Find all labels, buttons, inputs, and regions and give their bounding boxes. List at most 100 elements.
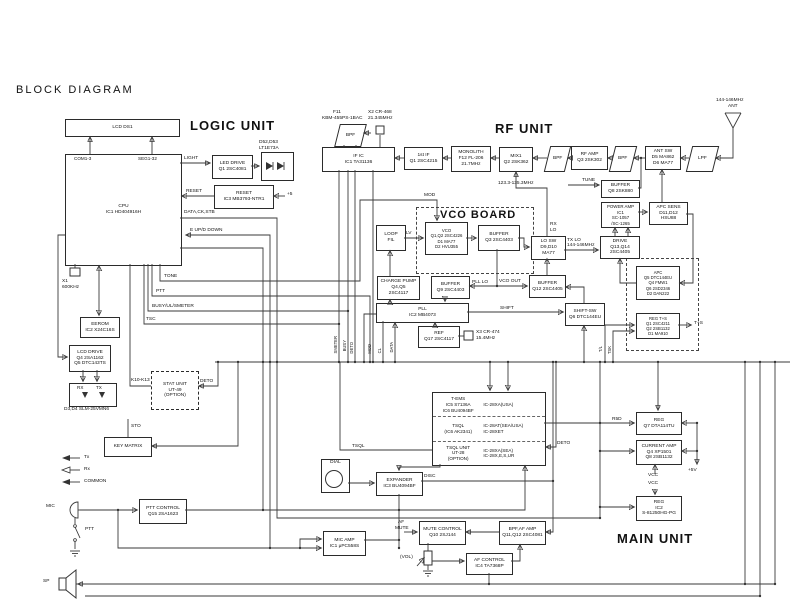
signal-vcc-2: VCC (648, 481, 659, 486)
block-ptt-control: PTT CONTROL Q15 2SA1623 (139, 499, 187, 524)
block-sub: Q1 2SC4215 (409, 158, 438, 164)
block-title: LCD DRIVE (77, 349, 103, 355)
block-sub: IC1 HD404916H (105, 210, 142, 215)
block-current-amp: CURRENT AMP Q4 XP1501 Q8 2SB1132 (636, 440, 682, 465)
block-key-matrix: KEY MATRIX (104, 437, 152, 457)
block-sub: D2 DAN222 (646, 290, 670, 296)
apc-region-outline (626, 258, 699, 351)
block-sub: Q13,Q14 (610, 244, 630, 250)
block-reg-ts: REG T+S Q1 2SC4211 Q2 2SB1132 D1 MA910 (636, 313, 680, 339)
block-if-ic: IF IC IC1 TA31136 (322, 147, 395, 172)
speaker-icon (58, 568, 77, 600)
block-sub: Q2 2SK362 (503, 159, 529, 165)
block-af-control: AF CONTROL IC4 TA7368P (466, 553, 513, 575)
signal-tx-lo-freq: 144-146MHz (567, 243, 595, 248)
block-sub: Q4 XP1501 (646, 449, 672, 455)
block-sub: IC2 X24C16S (85, 327, 115, 333)
block-sub: IC2 (655, 505, 663, 511)
signal-rx-lo-2: LO (550, 228, 557, 233)
block-title: DRIVE (612, 238, 628, 244)
block-sub: IC6 BU4094BF (442, 407, 474, 413)
signal-disc: DISC (424, 474, 436, 479)
section-vco-board: VCO BOARD (440, 209, 517, 221)
led-diodes-part: LT1E73A (259, 146, 279, 151)
block-ant-sw: ANT SW D5 MA862 D6 MA77 (645, 146, 681, 170)
signal-tsc: TSC (146, 317, 156, 322)
block-sub: (OPTION) (447, 456, 469, 462)
model-note: IC-28XA(SEA) (483, 447, 514, 453)
legend-rx-label: Rx (84, 467, 90, 472)
block-title: CPU (118, 204, 129, 210)
block-title: MIX1 (510, 153, 522, 159)
block-sub: (IC6 AK2341) (444, 428, 472, 434)
block-title: EEROM (91, 321, 109, 327)
block-title: KEY MATRIX (113, 444, 143, 449)
block-sub: Q2 2SB1132 (646, 326, 670, 331)
antenna-freq: 144-146MHz (716, 98, 744, 103)
block-title: CURRENT AMP (641, 443, 677, 449)
potentiometer-icon (416, 550, 433, 567)
block-sub: Q3 2SC4403 (485, 238, 513, 243)
antenna-label: ANT (728, 104, 738, 109)
block-title: LPF (698, 156, 707, 161)
block-mix1: MIX1 Q2 2SK362 (499, 147, 533, 172)
block-sub: Q17 2SC4117 (423, 337, 455, 342)
signal-tune: TUNE (582, 178, 596, 183)
block-sub: D6 MA77 (653, 160, 673, 166)
signal-sto: STO (131, 424, 141, 429)
block-lcd: LCD DS1 (65, 119, 180, 137)
block-sub: S-81250HG-PG (642, 511, 676, 517)
block-drive: DRIVE Q13,Q14 2SC4405 (600, 236, 640, 259)
block-sub: FIL (387, 238, 395, 243)
block-sub: Q4 2SA1162 (76, 355, 104, 361)
signal-vcc-1: VCC (648, 473, 659, 478)
block-title: RESET (236, 191, 252, 197)
signal-deto-2: DETO (557, 441, 571, 446)
block-rxtx-indicators (69, 383, 117, 407)
block-apc-sens: APC SENS D11,D12 HSU88 (649, 202, 688, 225)
x1-ref: X1 (62, 279, 68, 284)
signal-lv: LV (406, 231, 412, 236)
legend-tx-label: Tx (84, 455, 90, 460)
block-bpf-af-amp: BPF,AF AMP Q11,Q12 2SC4081 (499, 521, 546, 545)
x1-freq: 600KHz (62, 285, 80, 290)
mic-icon (69, 501, 80, 519)
block-first-if: 1st IF Q1 2SC4215 (404, 147, 443, 170)
antenna-icon (724, 112, 742, 142)
block-sub: 21.7MHz (461, 161, 481, 167)
block-buffer-q3: BUFFER Q3 2SC4403 (478, 225, 520, 251)
block-title: BPF (618, 156, 628, 161)
block-apc: APC Q5 DTC144EU Q4 FMW1 Q6 2SD2346 D2 DA… (636, 266, 680, 300)
block-sub: Q12 2SC4405 (532, 286, 563, 292)
block-stat-unit: STAT UNIT UT-49 (OPTION) (151, 371, 199, 410)
legend-tx-arrow-icon (62, 455, 80, 461)
signal-af-mute: MUTE (395, 526, 409, 531)
block-led-drive: LED DRIVE Q1 2SC4081 (212, 155, 253, 179)
model-note: IC-28XA(USA) (483, 401, 514, 407)
block-charge-pump: CHARGE PUMP Q4,Q5 2SC4117 (377, 276, 420, 300)
signal-e-up-down: E UP/D DOWN (190, 228, 223, 233)
block-sub: Q6 2SD2346 (645, 285, 671, 291)
ground-icon (70, 550, 80, 557)
block-title: LCD DS1 (112, 125, 133, 130)
signal-deto-stat: DETO (200, 379, 214, 384)
signal-light: LIGHT (184, 156, 199, 161)
block-sub: D5 MA862 (651, 155, 675, 160)
block-sub: Q7 DTA114TU (643, 423, 675, 429)
block-reg-q7: REG Q7 DTA114TU (636, 412, 682, 435)
dial-label: DIAL (330, 460, 341, 465)
signal-data-v: DATA (389, 342, 394, 353)
block-rf-amp: RF AMP Q3 2SK302 (571, 146, 608, 170)
block-sub: IC1 μPC558S (329, 543, 360, 549)
block-sub: Q6 DTC144EU (568, 314, 602, 320)
f11-part: KBM-455PS-1BAC (322, 116, 363, 121)
model-note: IC-28AT(SEA/USA) (483, 423, 524, 429)
block-sub: (OPTION) (164, 393, 186, 399)
block-sub: 2SC4117 (388, 290, 409, 296)
block-title: MONOLITH (458, 150, 484, 156)
cpu-seg-pins: SEG1-32 (138, 156, 157, 161)
block-sub: IC2 MB4073 (409, 313, 436, 318)
signal-rx-lo-1: RX (550, 222, 557, 227)
model-note: IC-28XET (483, 428, 504, 434)
